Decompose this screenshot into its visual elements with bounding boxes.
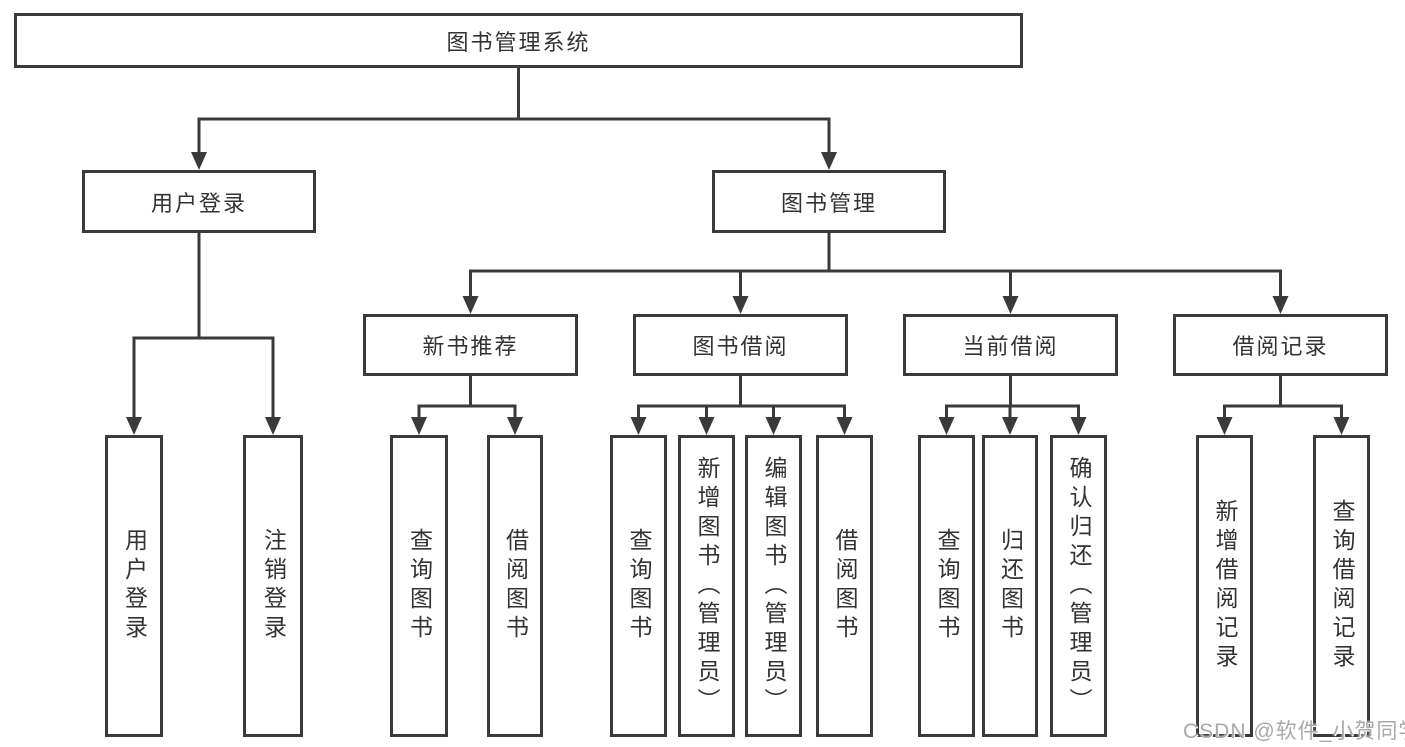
arrowhead (462, 296, 479, 314)
node-borrow-records: 借阅记录 (1173, 314, 1388, 376)
leaf-borrow-edit-books-admin: 编辑图书（管理员） (745, 435, 802, 737)
connector-new-book-arrowheads (411, 417, 523, 435)
arrowhead (1002, 417, 1018, 435)
node-current-borrow: 当前借阅 (903, 314, 1118, 376)
arrowhead (1333, 417, 1350, 435)
arrowhead (836, 417, 853, 435)
connector-current-borrow-to-leaves (945, 376, 1080, 421)
leaf-newbook-query-books: 查询图书 (390, 435, 448, 737)
arrowhead (1216, 417, 1233, 435)
leaf-current-return-books: 归还图书 (982, 435, 1038, 737)
leaf-newbook-borrow-books: 借阅图书 (487, 435, 543, 737)
connector-root-to-level2 (197, 68, 831, 154)
arrowhead (1272, 296, 1289, 314)
arrowhead (126, 417, 142, 435)
node-new-book-recommend: 新书推荐 (363, 314, 578, 376)
arrowhead (265, 417, 281, 435)
leaf-borrow-borrow-books: 借阅图书 (816, 435, 873, 737)
node-book-management: 图书管理 (712, 170, 946, 233)
leaf-user-login: 用户登录 (105, 435, 163, 737)
arrowhead (938, 417, 955, 435)
arrowhead (765, 417, 782, 435)
arrowhead (507, 417, 523, 435)
connector-book-borrow-to-leaves (637, 376, 846, 421)
leaf-borrow-add-books-admin: 新增图书（管理员） (678, 435, 735, 737)
arrowhead (1002, 296, 1019, 314)
arrowhead (821, 152, 837, 170)
arrowhead (1070, 417, 1087, 435)
arrowhead (698, 417, 715, 435)
leaf-records-add-record: 新增借阅记录 (1196, 435, 1253, 737)
connector-user-login-arrowheads (126, 417, 281, 435)
connector-root-arrowheads (191, 152, 837, 170)
watermark: CSDN @软件_小贺同学 (1183, 720, 1405, 743)
connector-book-borrow-arrowheads (630, 417, 853, 435)
connector-new-book-to-leaves (417, 376, 517, 421)
connector-book-mgmt-to-sections (469, 233, 1282, 300)
arrowhead (630, 417, 647, 435)
arrowhead (411, 417, 427, 435)
connector-records-arrowheads (1216, 417, 1350, 435)
leaf-borrow-query-books: 查询图书 (610, 435, 667, 737)
leaf-records-query-record: 查询借阅记录 (1313, 435, 1370, 737)
connector-current-borrow-arrowheads (938, 417, 1087, 435)
arrowhead (191, 152, 207, 170)
arrowhead (732, 296, 749, 314)
leaf-current-query-books: 查询图书 (918, 435, 975, 737)
node-book-borrow: 图书借阅 (633, 314, 848, 376)
node-user-login: 用户登录 (82, 170, 316, 233)
connector-book-mgmt-arrowheads (462, 296, 1289, 314)
node-root-system: 图书管理系统 (14, 13, 1023, 68)
connector-records-to-leaves (1223, 376, 1343, 421)
connector-user-login-to-leaves (132, 233, 275, 421)
leaf-current-confirm-return-admin: 确认归还（管理员） (1050, 435, 1107, 737)
leaf-logout: 注销登录 (243, 435, 303, 737)
